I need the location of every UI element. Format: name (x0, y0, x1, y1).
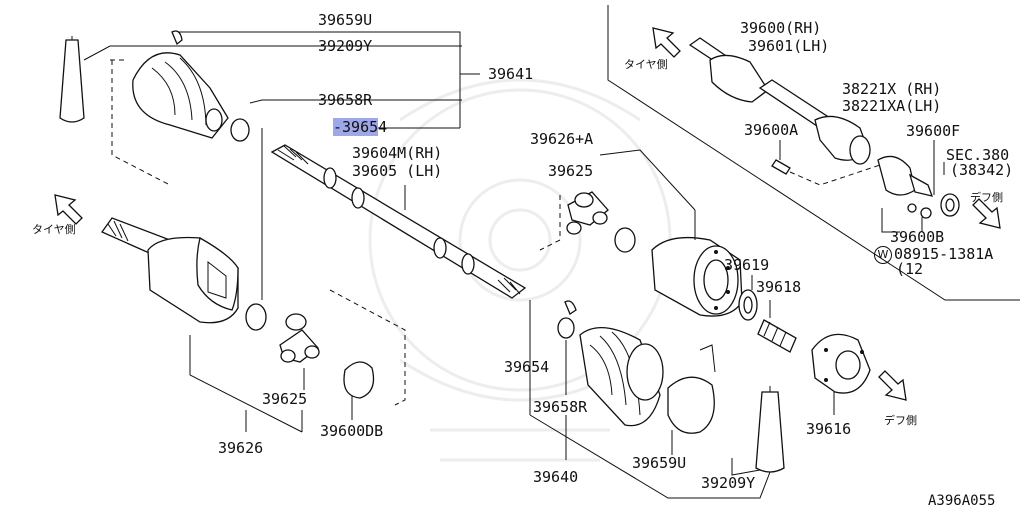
boot-band-tool (59, 39, 85, 123)
label-39600A: 39600A (744, 121, 799, 139)
label-08915: 08915-1381A (894, 245, 994, 263)
label-38221X: 38221X (RH) (842, 80, 942, 98)
spring-39618 (757, 319, 797, 353)
leader-39658R (249, 99, 462, 104)
label-39209Y-top: 39209Y (318, 37, 373, 55)
label-39625-top: 39625 (548, 162, 594, 180)
label-39641: 39641 (488, 65, 534, 83)
label-39659U-top: 39659U (318, 11, 373, 29)
label-39658R-mid: 39658R (533, 398, 588, 416)
complete-driveshaft-39600 (688, 37, 960, 217)
snap-ring-39625 (614, 227, 636, 253)
label-39604M: 39604M(RH) (352, 144, 443, 162)
note-diff-side-bottom: デフ側 (884, 414, 917, 427)
label-39600RH: 39600(RH) (740, 19, 822, 37)
label-39659U-bot: 39659U (632, 454, 687, 472)
leader-39626 (189, 335, 303, 433)
snap-ring-mid (245, 303, 267, 331)
washer-mark: W (874, 246, 892, 264)
label-39209Y-bot: 39209Y (701, 474, 756, 492)
bolt-39600A (771, 159, 791, 175)
label-39640: 39640 (533, 468, 579, 486)
label-39601LH: 39601(LH) (748, 37, 830, 55)
label-39619: 39619 (724, 256, 770, 274)
label-39625-bot: 39625 (262, 390, 308, 408)
note-tire-side-left: タイヤ側 (32, 223, 76, 236)
boot-clip-bottom (564, 300, 577, 315)
label-39600B: 39600B (890, 228, 945, 246)
label-39626: 39626 (218, 439, 264, 457)
label-39618: 39618 (756, 278, 802, 296)
label-38221XA: 38221XA(LH) (842, 97, 942, 115)
boot-band-small (205, 108, 223, 132)
label-39605: 39605 (LH) (352, 162, 443, 180)
label-08915-qty: (12 (896, 260, 924, 278)
label-39626A: 39626+A (530, 130, 594, 148)
washer-39600B (907, 203, 917, 213)
arrow-tire-right (652, 27, 681, 58)
leader-39640 (529, 414, 771, 499)
boot-clip (171, 30, 183, 46)
drive-shaft-39604M (270, 144, 527, 299)
label-39616: 39616 (806, 420, 852, 438)
arrow-diff-bottom (878, 370, 907, 401)
diagram-code: A396A055 (928, 493, 996, 509)
band-tool-bottom (755, 391, 785, 473)
note-tire-side-right: タイヤ側 (624, 58, 668, 71)
leader-39659U (178, 31, 461, 128)
snap-ring-top (230, 118, 250, 142)
label-39658R-top: 39658R (318, 91, 373, 109)
arrow-diff-right (972, 198, 1001, 229)
label-39654-mid: 39654 (504, 358, 550, 376)
label-39600F: 39600F (906, 122, 961, 140)
note-diff-side-right: デフ側 (970, 191, 1003, 204)
circlip-39600DB (343, 361, 375, 399)
leader-39209Y (83, 45, 462, 61)
label-sec38342: (38342) (950, 161, 1014, 179)
outer-boot (132, 52, 229, 139)
label-sec380: SEC.380 (946, 146, 1010, 164)
label-39654-top: -39654 (333, 118, 388, 136)
section-divider (607, 5, 1020, 301)
snap-ring-39658R (557, 317, 575, 339)
boot-band-39659U (667, 376, 715, 434)
label-39600DB: 39600DB (320, 422, 384, 440)
arrow-tire-left (54, 194, 83, 225)
